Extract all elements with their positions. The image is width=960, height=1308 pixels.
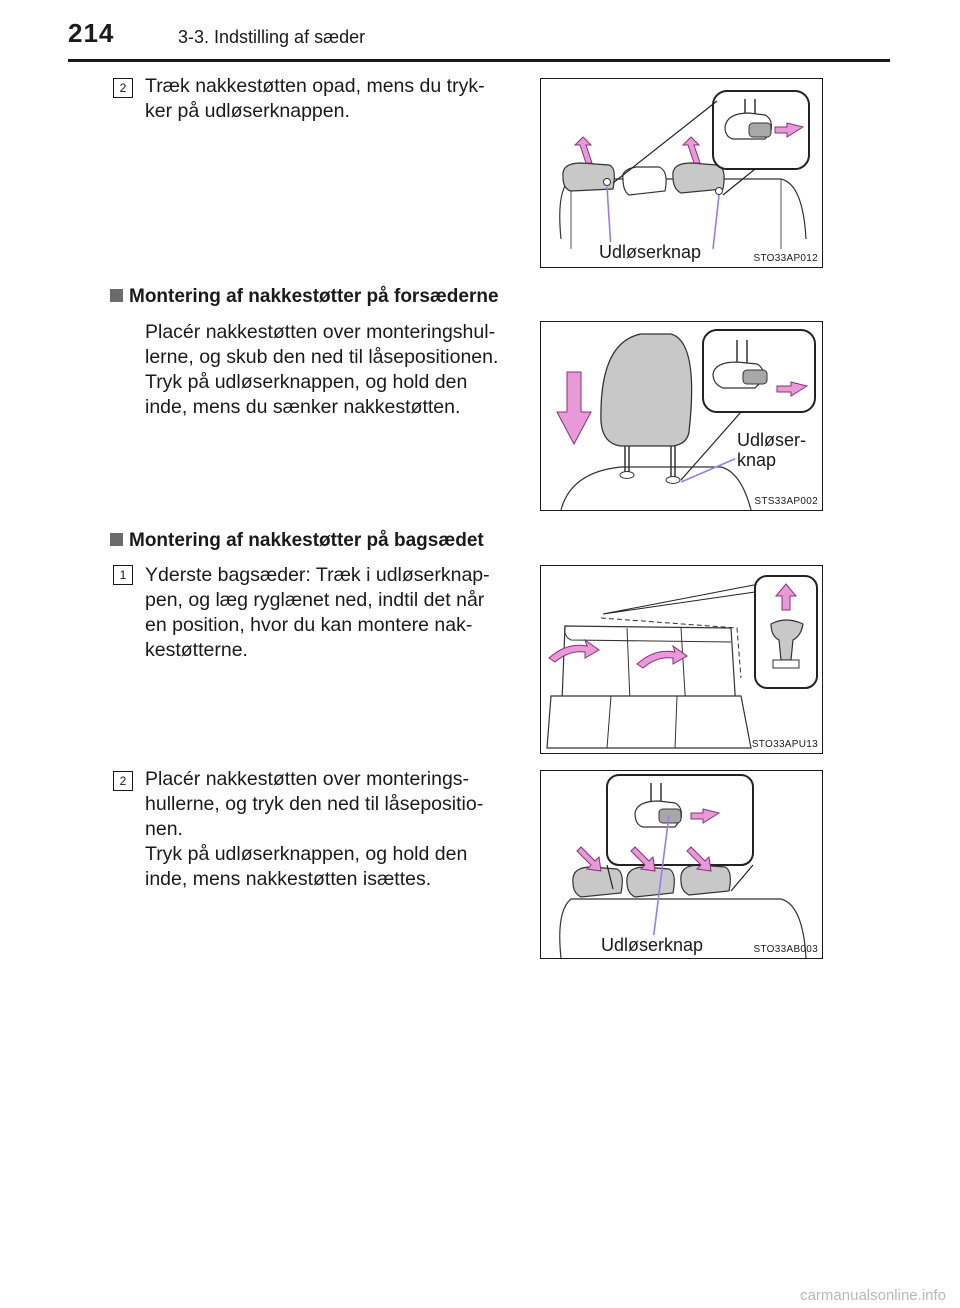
- heading-square-icon: [110, 289, 123, 302]
- headrest-right: [680, 864, 731, 896]
- pointer-line: [606, 186, 612, 250]
- figure-code: STS33AP002: [754, 496, 818, 507]
- rear-seat-fold-illustration: [546, 575, 818, 749]
- down-arrow-icon: [556, 371, 592, 446]
- headrest: [600, 333, 693, 447]
- figure-label: Udløserknap: [597, 242, 704, 262]
- footer-watermark: carmanualsonline.info: [800, 1287, 946, 1304]
- page-number: 214: [68, 18, 115, 48]
- heading-square-icon: [110, 533, 123, 546]
- release-button: [603, 178, 611, 186]
- fold-arrow-icon: [636, 644, 688, 669]
- step-text: Yderste bagsæder: Træk i udløserknap- pe…: [145, 564, 490, 661]
- push-arrow-icon: [776, 381, 809, 397]
- header-rule: [68, 59, 890, 62]
- release-button: [715, 187, 723, 195]
- step-text: Træk nakkestøtten opad, mens du tryk- ke…: [145, 75, 485, 122]
- headrest-right: [672, 162, 725, 194]
- section-heading: Montering af nakkestøtter på forsæderne: [110, 286, 499, 308]
- figure-front-headrest: Udløser- knap STS33AP002: [540, 321, 823, 511]
- section-heading: Montering af nakkestøtter på bagsædet: [110, 530, 484, 552]
- push-arrow-icon: [774, 122, 805, 138]
- figure-rear-headrest-removal: Udløserknap STO33AP012: [540, 78, 823, 268]
- step-text: Placér nakkestøtten over monterings- hul…: [145, 768, 484, 890]
- step-badge: 2: [113, 78, 133, 98]
- headrest-left: [562, 162, 615, 192]
- pointer-line: [652, 814, 670, 942]
- figure-label: Udløser- knap: [735, 430, 809, 470]
- fold-arrow-icon: [548, 638, 600, 663]
- figure-code: STO33AB003: [753, 944, 818, 955]
- down-arrow-icon: [630, 846, 656, 872]
- figure-code: STO33AP012: [753, 253, 818, 264]
- step-badge: 1: [113, 565, 133, 585]
- headrest-left: [572, 866, 623, 898]
- down-arrow-icon: [686, 846, 712, 872]
- headrest-middle: [622, 166, 667, 196]
- headrest-middle: [626, 866, 675, 898]
- heading-text: Montering af nakkestøtter på bagsædet: [129, 530, 484, 551]
- figure-rear-seatback-fold: STO33APU13: [540, 565, 823, 754]
- up-arrow-icon: [681, 136, 701, 164]
- rear-seat-illustration: [559, 90, 810, 250]
- pointer-line: [712, 194, 720, 250]
- down-arrow-icon: [576, 846, 602, 872]
- rear-headrest-install-illustration: [559, 774, 807, 958]
- step-badge: 2: [113, 771, 133, 791]
- front-text: Placér nakkestøtten over monteringshul- …: [145, 321, 499, 418]
- figure-label: Udløserknap: [599, 935, 706, 955]
- push-arrow-icon: [690, 808, 721, 824]
- section-title: 3-3. Indstilling af sæder: [178, 27, 366, 47]
- up-arrow-icon: [573, 136, 593, 164]
- figure-code: STO33APU13: [751, 739, 818, 750]
- front-seat-illustration: [556, 329, 816, 510]
- up-arrow-icon: [774, 583, 798, 611]
- pointer-line: [680, 457, 738, 483]
- figure-rear-headrest-install: Udløserknap STO33AB003: [540, 770, 823, 959]
- heading-text: Montering af nakkestøtter på forsæderne: [129, 286, 499, 307]
